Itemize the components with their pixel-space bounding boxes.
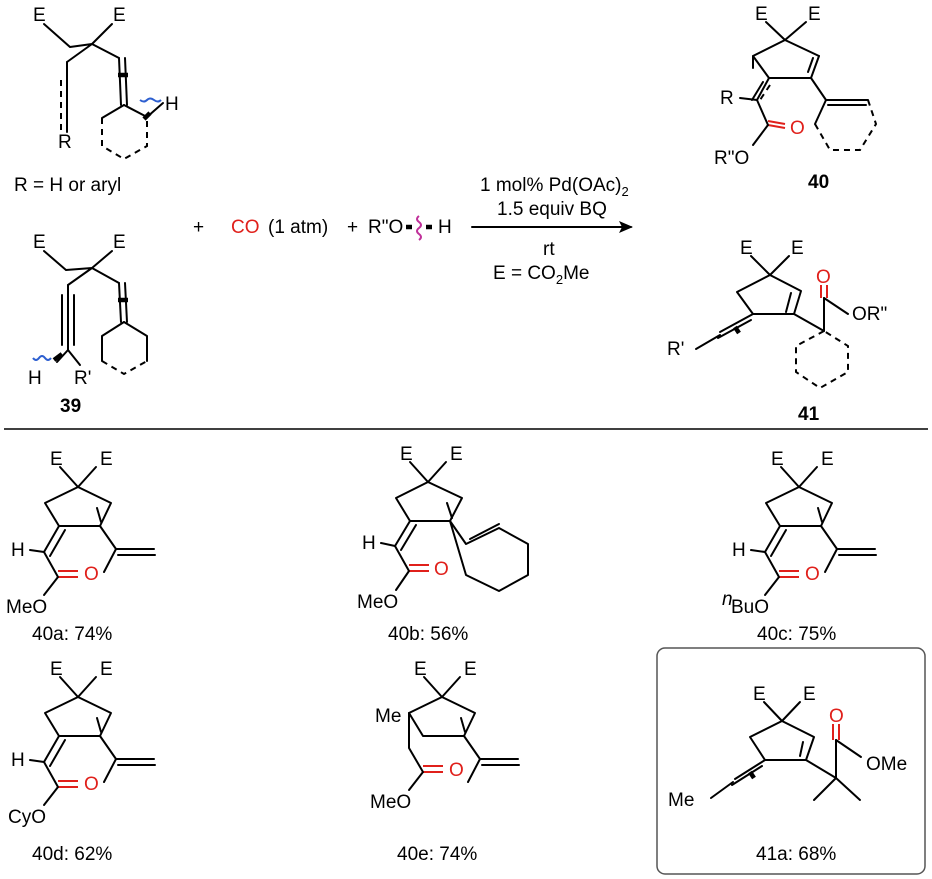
label-BuO: BuO [731, 597, 769, 618]
product-41: E E R' O OR" 41 [667, 238, 887, 425]
yield-40d: 40d: 62% [32, 844, 112, 865]
label-E: E [803, 684, 816, 705]
co-pressure: (1 atm) [268, 217, 328, 238]
reagents: + CO (1 atm) + R"O H [193, 215, 452, 241]
product-40: E E R O R"O 40 [714, 4, 878, 193]
r-definition: R = H or aryl [14, 175, 121, 196]
plus-sign: + [193, 217, 204, 238]
label-E: E [50, 659, 63, 680]
substrate-39: E E H R' 39 [28, 232, 148, 417]
compound-40a: E E H O MeO 40a: 74% [6, 449, 156, 645]
label-E: E [100, 449, 113, 470]
label-ester-O: R"O [714, 148, 749, 169]
label-O: O [816, 267, 831, 288]
reagent-co: CO [231, 217, 260, 238]
label-H: H [362, 533, 376, 554]
label-H: H [11, 750, 25, 771]
plus-sign: + [347, 217, 358, 238]
label-OMe: OMe [866, 754, 907, 775]
label-Me: Me [668, 790, 694, 811]
temperature: rt [543, 239, 555, 260]
label-O: O [449, 760, 464, 781]
e-definition: E = CO2Me [493, 263, 589, 287]
label-H: H [438, 217, 452, 238]
compound-40c: E E H O n BuO 40c: 75% [722, 449, 877, 645]
label-E: E [450, 444, 463, 465]
label-Rprime: R' [667, 339, 684, 360]
yield-40e: 40e: 74% [397, 844, 477, 865]
label-MeO: MeO [6, 597, 47, 618]
label-E: E [400, 444, 413, 465]
label-E: E [33, 5, 46, 26]
label-H: H [165, 94, 179, 115]
label-E: E [464, 659, 477, 680]
substrate-top: E E R H R = H or aryl [14, 5, 179, 196]
label-E: E [740, 238, 753, 259]
compound-40b: E E H O MeO 40b: 56% [357, 444, 529, 645]
label-H: H [11, 540, 25, 561]
label-CyO: CyO [8, 807, 46, 828]
yield-40c: 40c: 75% [757, 624, 836, 645]
reagent-alcohol: R"O [368, 217, 403, 238]
label-E: E [113, 5, 126, 26]
yield-41a: 41a: 68% [756, 844, 836, 865]
label-H: H [732, 540, 746, 561]
label-E: E [755, 4, 768, 25]
compound-40: 40 [808, 172, 829, 193]
label-H: H [28, 368, 42, 389]
yield-40a: 40a: 74% [32, 624, 112, 645]
compound-40d: E E H O CyO 40d: 62% [8, 659, 156, 865]
label-Rprime: R' [74, 368, 91, 389]
label-E: E [113, 232, 126, 253]
label-E: E [808, 4, 821, 25]
label-R: R [58, 132, 72, 153]
label-E: E [100, 659, 113, 680]
label-E: E [791, 238, 804, 259]
yield-40b: 40b: 56% [388, 624, 468, 645]
label-E: E [414, 659, 427, 680]
compound-39: 39 [60, 396, 81, 417]
label-O: O [790, 118, 805, 139]
compound-41a: E E Me O OMe 41a: 68% [656, 647, 926, 875]
label-MeO: MeO [370, 792, 411, 813]
compound-40e: E E Me O MeO 40e: 74% [370, 659, 520, 865]
label-O: O [84, 564, 99, 585]
oxidant: 1.5 equiv BQ [497, 199, 607, 220]
label-ester-OR: OR" [852, 304, 887, 325]
catalyst: 1 mol% Pd(OAc)2 [480, 175, 629, 199]
label-E: E [771, 449, 784, 470]
label-O: O [434, 559, 449, 580]
label-E: E [50, 449, 63, 470]
label-R: R [720, 88, 734, 109]
reaction-arrow: 1 mol% Pd(OAc)2 1.5 equiv BQ rt E = CO2M… [471, 175, 633, 287]
label-MeO: MeO [357, 592, 398, 613]
label-O: O [805, 564, 820, 585]
label-E: E [33, 232, 46, 253]
label-Me: Me [375, 706, 401, 727]
label-O: O [84, 774, 99, 795]
highlight-box [656, 647, 926, 875]
label-E: E [753, 684, 766, 705]
compound-41: 41 [798, 404, 820, 425]
label-O: O [829, 706, 844, 727]
label-n: n [722, 589, 733, 610]
label-E: E [821, 449, 834, 470]
